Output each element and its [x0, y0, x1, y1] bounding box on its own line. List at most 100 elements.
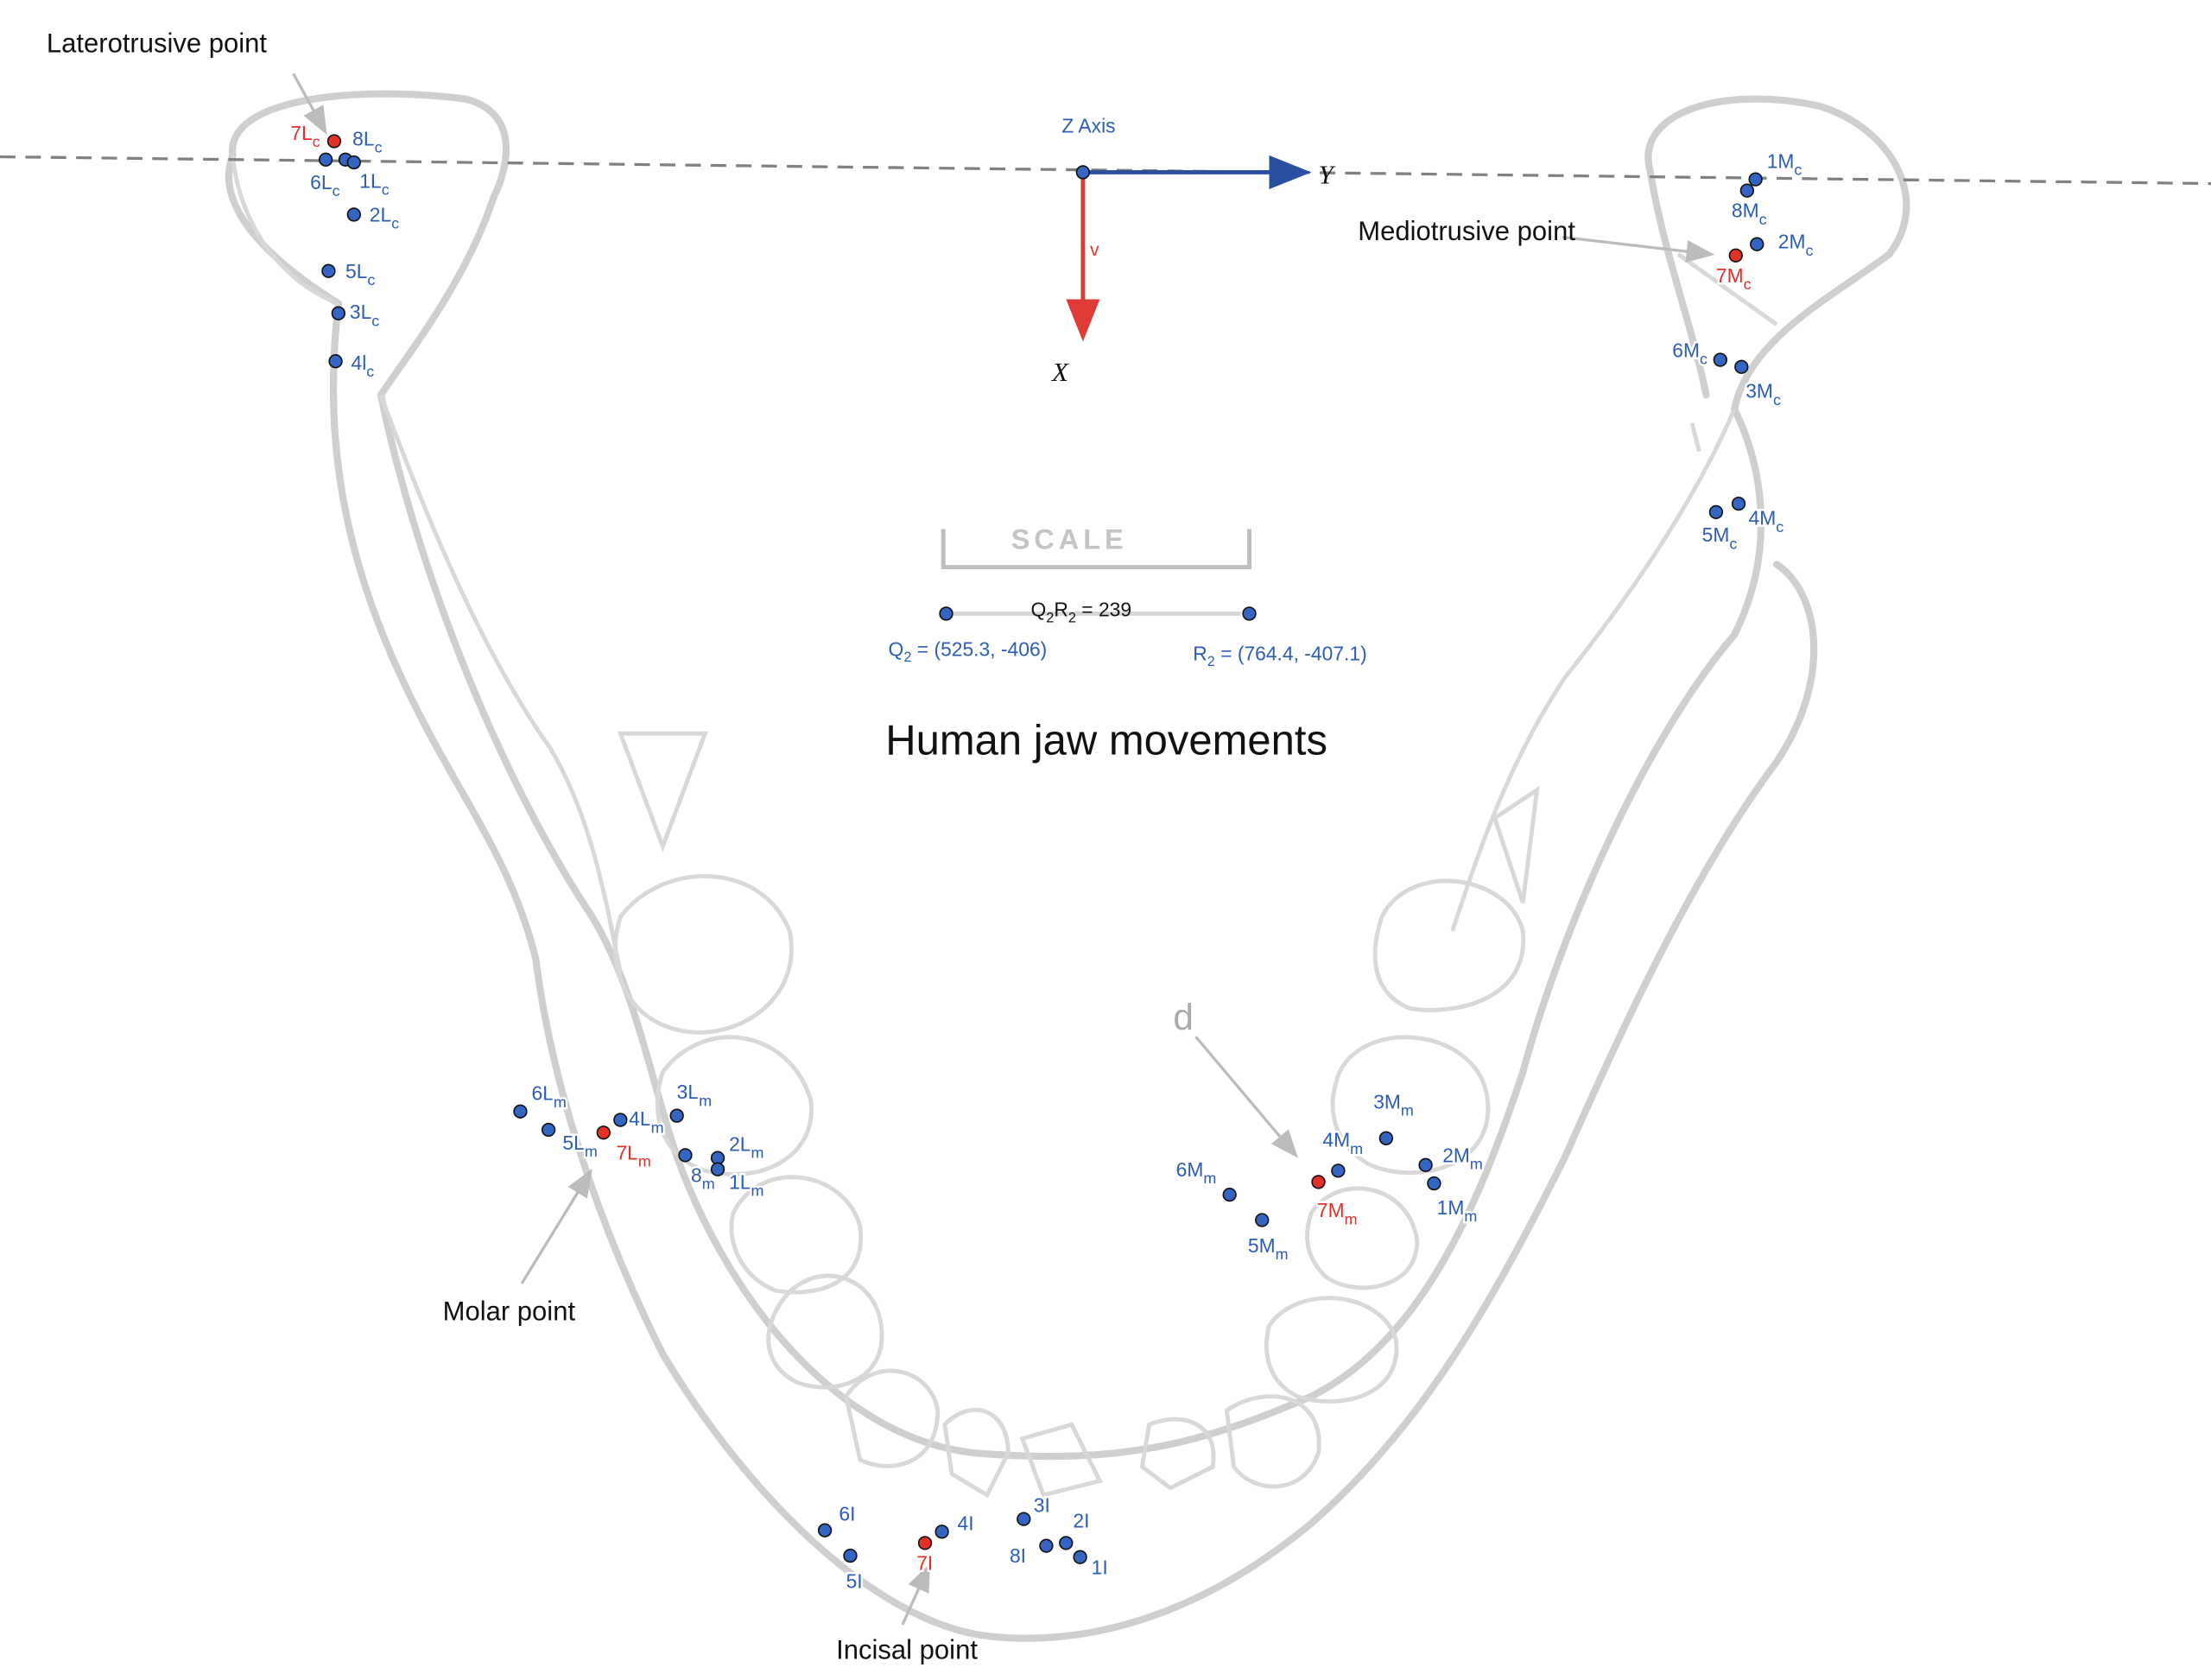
point-label-5lm: 5Lm [562, 1132, 597, 1160]
point-marker-6mm [1222, 1187, 1237, 1202]
point-marker-5mm [1255, 1213, 1270, 1227]
point-label-8mc: 8Mc [1732, 200, 1767, 228]
point-marker-3mm [1378, 1131, 1394, 1145]
point-marker-5i [843, 1548, 858, 1563]
point-label-7mc: 7Mc [1716, 264, 1752, 293]
point-label-4lm: 4Lm [629, 1107, 663, 1136]
point-marker-5lm [541, 1122, 556, 1138]
point-label-7mm: 7Mm [1317, 1199, 1358, 1227]
point-marker-5lc [321, 263, 336, 278]
point-label-4lc: 4lc [352, 352, 375, 380]
mandible-outline [225, 90, 1910, 1642]
point-label-7i: 7I [916, 1551, 933, 1574]
point-marker-7i [917, 1536, 933, 1550]
q2-point [939, 606, 953, 621]
point-label-2lm: 2Lm [729, 1133, 763, 1162]
point-label-8lc: 8Lc [352, 127, 382, 155]
point-marker-7lm [596, 1125, 611, 1140]
point-marker-2lc [346, 207, 361, 222]
point-marker-7mm [1311, 1175, 1326, 1189]
y-axis-label: Y [1319, 159, 1336, 189]
point-label-2i: 2I [1073, 1509, 1089, 1531]
point-label-3mc: 3Mc [1745, 380, 1781, 409]
point-label-5i: 5I [846, 1570, 863, 1593]
point-group-mm: 6Mm 5Mm 7Mm 4Mm 3Mm 2Mm 1Mm [1174, 1088, 1485, 1265]
laterotrusive-point-label: Laterotrusive point [47, 29, 268, 59]
point-group-i: 6I 5I 7I 4I 3I 2I 8I 1I [817, 1492, 1110, 1594]
d-marker: d [1173, 997, 1194, 1037]
point-label-7lc: 7Lc [290, 122, 320, 150]
point-label-2mm: 2Mm [1442, 1144, 1483, 1173]
point-group-lm: 6Lm 5Lm 7Lm 4Lm 3Lm 2Lm 8m 1Lm [513, 1079, 766, 1201]
scale-points: Q2R2 = 239 Q2 = (525.3, -406) R2 = (764.… [889, 599, 1367, 669]
mediotrusive-point-label: Mediotrusive point [1358, 216, 1575, 246]
coordinate-axes: Z Axis Y X v [1050, 115, 1336, 387]
point-label-1i: 1I [1092, 1556, 1108, 1578]
point-label-1lm: 1Lm [729, 1171, 763, 1200]
point-marker-8m [678, 1148, 693, 1163]
r2-coordinates: R2 = (764.4, -407.1) [1193, 642, 1366, 669]
point-marker-5mc [1708, 504, 1724, 520]
point-marker-1lm [710, 1162, 725, 1176]
point-marker-8i [1039, 1538, 1054, 1553]
point-marker-7lc [326, 134, 342, 149]
point-marker-3i [1017, 1512, 1031, 1526]
q2r2-distance: Q2R2 = 239 [1030, 599, 1131, 626]
point-marker-6i [817, 1523, 833, 1537]
z-axis-label: Z Axis [1061, 115, 1115, 137]
point-marker-8mc [1739, 183, 1755, 198]
point-marker-2i [1059, 1536, 1074, 1550]
point-marker-3mc [1734, 359, 1749, 374]
point-marker-4mc [1731, 496, 1746, 511]
point-marker-6lc [318, 152, 333, 167]
point-marker-6mc [1713, 352, 1727, 367]
point-label-2lc: 2Lc [370, 204, 399, 232]
q2-coordinates: Q2 = (525.3, -406) [889, 637, 1048, 665]
point-label-1mc: 1Mc [1767, 150, 1802, 179]
point-marker-7mc [1728, 248, 1743, 263]
point-marker-3lm [669, 1108, 684, 1123]
point-marker-6lm [513, 1104, 528, 1119]
point-label-6i: 6I [839, 1502, 855, 1525]
point-label-8i: 8I [1010, 1544, 1026, 1567]
point-label-6lm: 6Lm [532, 1082, 567, 1111]
incisal-point-label: Incisal point [836, 1634, 978, 1664]
diagram-title: Human jaw movements [885, 718, 1327, 764]
point-label-5mm: 5Mm [1248, 1234, 1289, 1263]
point-marker-1mm [1427, 1176, 1441, 1191]
point-label-3lm: 3Lm [677, 1081, 712, 1109]
point-label-7lm: 7Lm [616, 1141, 650, 1170]
molar-point-label: Molar point [443, 1296, 576, 1326]
point-marker-4lm [613, 1113, 628, 1127]
r2-point [1242, 606, 1257, 621]
point-label-6mc: 6Mc [1672, 339, 1707, 367]
point-label-2mc: 2Mc [1778, 231, 1814, 259]
point-marker-4mm [1331, 1163, 1346, 1178]
point-label-8m: 8m [691, 1163, 715, 1192]
point-label-4mm: 4Mm [1322, 1129, 1363, 1157]
x-axis-label: X [1050, 357, 1069, 387]
point-label-3i: 3I [1034, 1493, 1050, 1516]
point-marker-2mm [1418, 1157, 1433, 1172]
point-label-3mm: 3Mm [1373, 1091, 1414, 1119]
point-marker-1lc [346, 155, 361, 170]
point-label-1lc: 1Lc [359, 169, 389, 198]
point-label-4i: 4I [958, 1512, 974, 1535]
point-label-4mc: 4Mc [1748, 507, 1783, 536]
point-label-6mm: 6Mm [1176, 1158, 1217, 1187]
scale-bar: SCALE [941, 523, 1251, 616]
point-label-5lc: 5Lc [345, 260, 375, 288]
point-label-1mm: 1Mm [1437, 1196, 1478, 1225]
point-marker-2mc [1750, 237, 1764, 251]
v-label: v [1090, 240, 1099, 260]
origin-point [1075, 165, 1091, 180]
point-marker-3lc [331, 306, 346, 320]
annotation-pointers [292, 73, 1715, 1626]
point-marker-1mc [1748, 172, 1763, 187]
point-marker-4lc [328, 354, 343, 369]
point-marker-1i [1073, 1550, 1087, 1564]
point-marker-4i [934, 1525, 949, 1539]
